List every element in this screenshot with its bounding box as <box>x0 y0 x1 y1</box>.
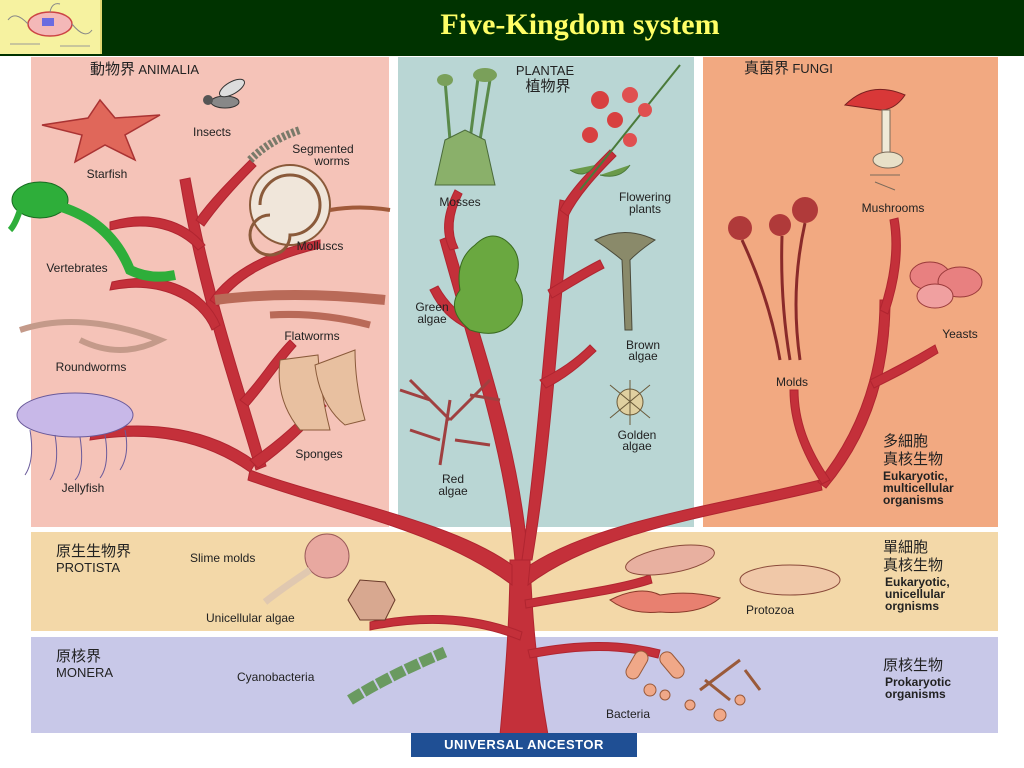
bacteria-thumbnail-image <box>0 0 102 54</box>
prokaryotic-en-2: organisms <box>885 687 946 701</box>
unicellular-en-1: Eukaryotic, <box>885 575 950 589</box>
unicellular-en-3: orgnisms <box>885 599 940 613</box>
golden-algae-drawing <box>609 380 651 425</box>
multicellular-en-1: Eukaryotic, <box>883 469 948 483</box>
label-green-1: Green <box>415 300 449 314</box>
label-unicellular-algae: Unicellular algae <box>206 611 295 625</box>
fungi-name: FUNGI <box>792 61 833 76</box>
label-segmented-1: Segmented <box>292 142 354 156</box>
universal-ancestor-label: UNIVERSAL ANCESTOR <box>411 733 637 757</box>
flowering-plant-drawing <box>569 64 681 191</box>
label-red-1: Red <box>441 472 465 486</box>
label-bacteria: Bacteria <box>606 707 651 721</box>
multicellular-en-3: organisms <box>883 493 944 507</box>
label-flowering-1: Flowering <box>618 190 672 204</box>
prokaryotic-cjk: 原核生物 <box>883 656 944 674</box>
protista-cjk: 原生生物界 <box>56 542 132 560</box>
plantae-cjk: 植物界 <box>525 77 571 95</box>
sponge-drawing <box>278 349 366 431</box>
label-segmented-2: worms <box>314 154 350 168</box>
monera-cjk: 原核界 <box>56 647 102 665</box>
fungi-heading: 真菌界 FUNGI <box>744 59 833 77</box>
animalia-cjk: 動物界 <box>90 60 136 78</box>
label-mushrooms: Mushrooms <box>861 201 925 215</box>
unicellular-cjk-2: 真核生物 <box>883 556 944 574</box>
label-yeasts: Yeasts <box>942 327 978 341</box>
label-molds: Molds <box>775 375 809 389</box>
mushroom-drawing <box>843 88 906 191</box>
moss-drawing <box>434 68 497 186</box>
protista-name: PROTISTA <box>56 560 121 575</box>
unicellular-cjk-1: 單細胞 <box>883 538 929 556</box>
label-brown-2: algae <box>628 349 658 363</box>
monera-name: MONERA <box>56 665 114 680</box>
starfish-drawing <box>41 98 161 164</box>
multicellular-cjk-2: 真核生物 <box>883 450 944 468</box>
label-flowering-2: plants <box>628 202 662 216</box>
cyanobacteria-drawing <box>347 646 448 705</box>
unicellular-en-2: unicellular <box>885 587 946 601</box>
jellyfish-drawing <box>16 392 134 481</box>
animalia-heading: 動物界 ANIMALIA <box>90 60 200 78</box>
label-insects: Insects <box>192 125 232 139</box>
brown-algae-drawing <box>594 232 656 331</box>
roundworm-drawing <box>19 319 168 353</box>
prokaryotic-en-1: Prokaryotic <box>885 675 952 689</box>
label-vertebrates: Vertebrates <box>46 261 108 275</box>
animalia-name: ANIMALIA <box>138 62 200 77</box>
label-starfish: Starfish <box>86 167 128 181</box>
multicellular-en-2: multicellular <box>883 481 954 495</box>
label-molluscs: Molluscs <box>296 239 344 253</box>
label-golden-2: algae <box>622 439 652 453</box>
green-algae-drawing <box>453 235 523 334</box>
label-green-2: algae <box>417 312 447 326</box>
flatworm-drawing <box>214 290 386 329</box>
nautilus-drawing <box>248 164 391 257</box>
label-roundworms: Roundworms <box>55 360 127 374</box>
label-flatworms: Flatworms <box>284 329 340 343</box>
label-red-2: algae <box>438 484 468 498</box>
yeast-drawing <box>909 261 983 309</box>
bacteria-drawing <box>625 650 762 722</box>
label-jellyfish: Jellyfish <box>61 481 105 495</box>
insect-drawing <box>203 78 245 109</box>
red-algae-drawing <box>399 378 501 466</box>
label-brown-1: Brown <box>625 338 661 352</box>
fungi-cjk: 真菌界 <box>744 59 790 77</box>
page-title: Five-Kingdom system <box>440 8 720 41</box>
label-protozoa: Protozoa <box>746 603 795 617</box>
unicellular-algae-drawing <box>347 579 396 621</box>
plantae-name: PLANTAE <box>515 63 575 78</box>
frog-drawing <box>7 181 176 282</box>
label-cyanobacteria: Cyanobacteria <box>237 670 315 684</box>
label-sponges: Sponges <box>295 447 343 461</box>
multicellular-cjk-1: 多細胞 <box>883 432 929 450</box>
label-slime-molds: Slime molds <box>190 551 256 565</box>
protozoa-drawing <box>609 544 841 613</box>
label-mosses: Mosses <box>439 195 481 209</box>
label-golden-1: Golden <box>617 428 657 442</box>
mold-drawing <box>728 197 818 361</box>
header-bar <box>0 0 1024 56</box>
slime-mold-drawing <box>262 533 350 605</box>
